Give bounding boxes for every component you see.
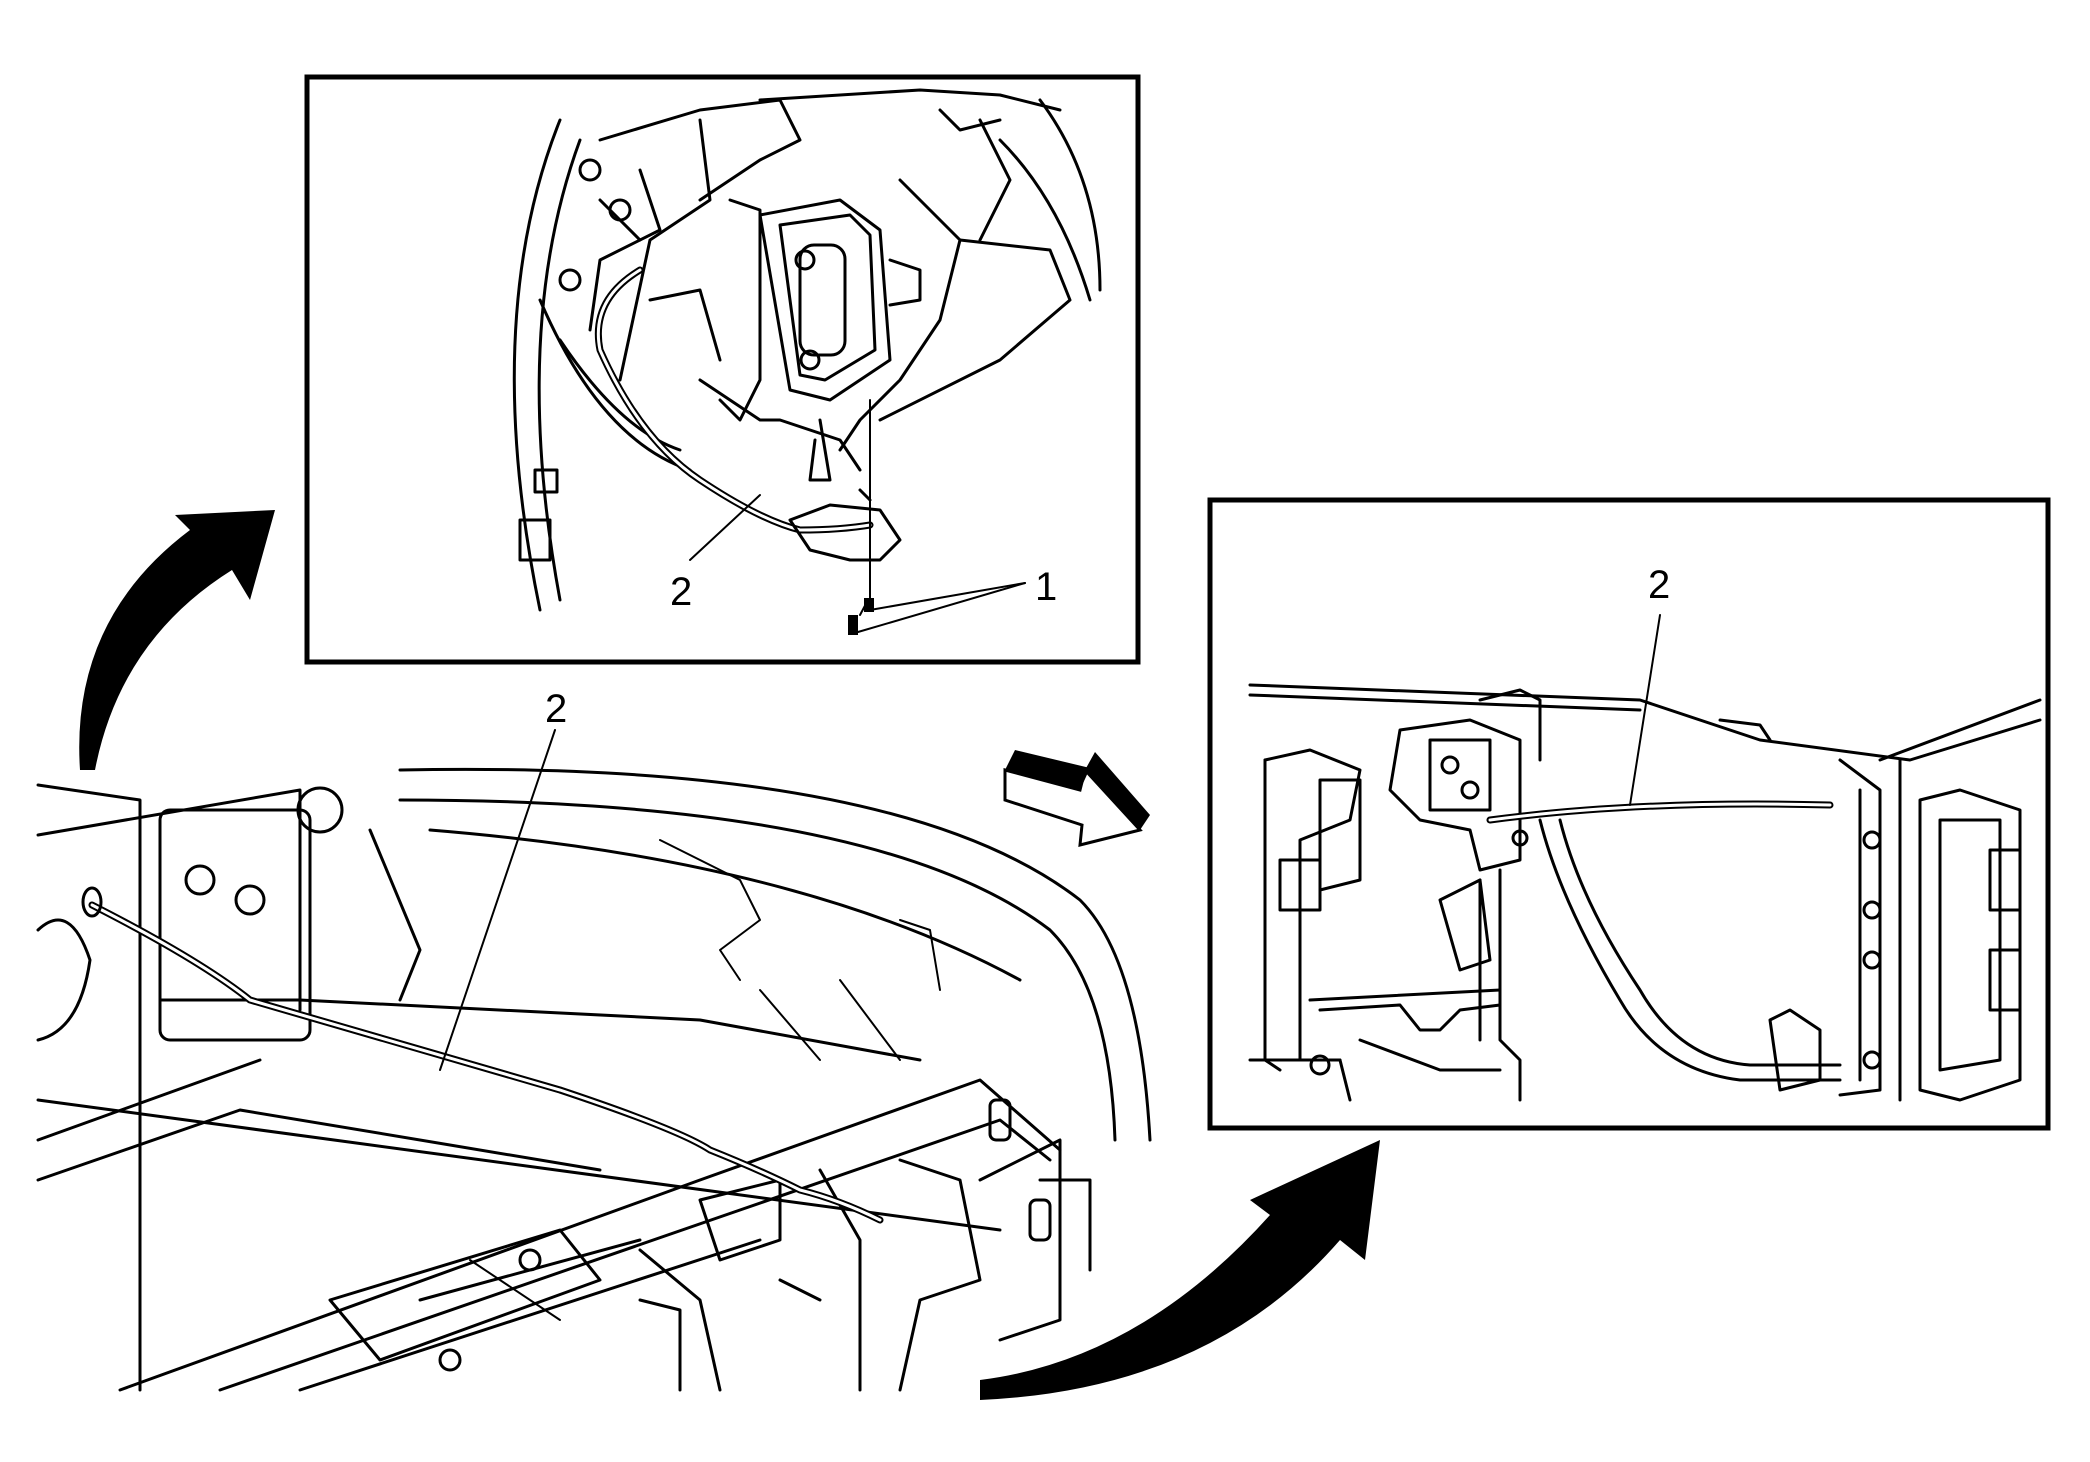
curved-pointer-arrow-icon xyxy=(79,510,275,770)
main-engine-bay-view: 2 xyxy=(36,687,1152,1392)
direction-arrow-icon xyxy=(1003,750,1150,847)
right-inset-detail: 2 xyxy=(1207,497,2051,1131)
callout-2-right-inset: 2 xyxy=(1648,563,1670,607)
callout-2-main: 2 xyxy=(545,687,567,731)
hood-release-cable-inset xyxy=(594,266,874,534)
callout-2-top-inset: 2 xyxy=(670,570,692,614)
callout-1-top-inset: 1 xyxy=(1035,565,1057,609)
hood-release-cable-right-inset xyxy=(1486,800,1834,824)
hood-release-cable-main xyxy=(88,901,884,1224)
top-inset-detail: 2 1 xyxy=(304,74,1141,665)
curved-pointer-arrow-icon xyxy=(980,1140,1380,1400)
